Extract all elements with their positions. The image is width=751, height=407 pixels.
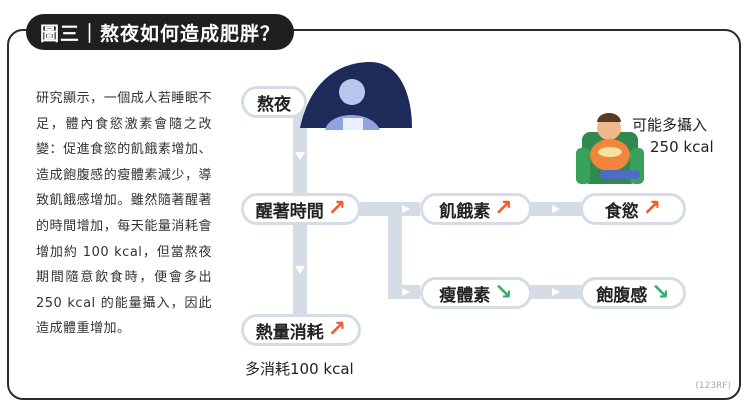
image-credit: (123RF): [695, 381, 731, 391]
increase-arrow-icon: ↗: [642, 196, 662, 221]
node-ghrelin: 飢餓素 ↗: [420, 193, 532, 225]
node-leptin: 瘦體素 ↘: [420, 277, 532, 309]
burn-note: 多消耗100 kcal: [245, 360, 354, 378]
night-laptop-illustration: [300, 62, 412, 130]
right-arrow-2: [402, 288, 410, 296]
right-arrow-4: [552, 288, 560, 296]
increase-arrow-icon: ↗: [327, 317, 347, 342]
node-leptin-label: 瘦體素: [439, 285, 491, 306]
node-satiety-label: 飽腹感: [596, 285, 648, 306]
increase-arrow-icon: ↗: [494, 196, 513, 221]
node-appetite-label: 食慾: [604, 201, 639, 222]
node-energy-use: 熱量消耗 ↗: [241, 314, 361, 346]
right-arrow-1: [402, 205, 410, 213]
node-awake-time: 醒著時間 ↗: [241, 193, 361, 225]
node-satiety: 飽腹感 ↘: [580, 277, 686, 309]
node-stay-up-label: 熬夜: [257, 94, 291, 115]
figure-title: 圖三｜熬夜如何造成肥胖？: [26, 14, 294, 50]
node-ghrelin-label: 飢餓素: [439, 201, 491, 222]
down-arrow-1: [295, 152, 305, 160]
down-arrow-2: [295, 266, 305, 274]
branch-connector-vertical: [388, 202, 402, 298]
sofa-eating-illustration: [576, 113, 644, 184]
decrease-arrow-icon: ↘: [494, 280, 513, 305]
intake-note: 可能多攝入 250 kcal: [632, 114, 714, 158]
right-arrow-3: [552, 205, 560, 213]
intake-note-line1: 可能多攝入: [632, 116, 708, 134]
node-awake-time-label: 醒著時間: [255, 201, 324, 222]
description-text: 研究顯示，一個成人若睡眠不足，體內食慾激素會隨之改變：促進食慾的飢餓素增加、造成…: [36, 91, 212, 337]
decrease-arrow-icon: ↘: [651, 280, 670, 305]
intake-note-line2: 250 kcal: [650, 138, 714, 156]
node-appetite: 食慾 ↗: [580, 193, 686, 225]
node-energy-use-label: 熱量消耗: [255, 322, 324, 343]
node-stay-up: 熬夜: [241, 86, 307, 118]
increase-arrow-icon: ↗: [327, 196, 347, 221]
